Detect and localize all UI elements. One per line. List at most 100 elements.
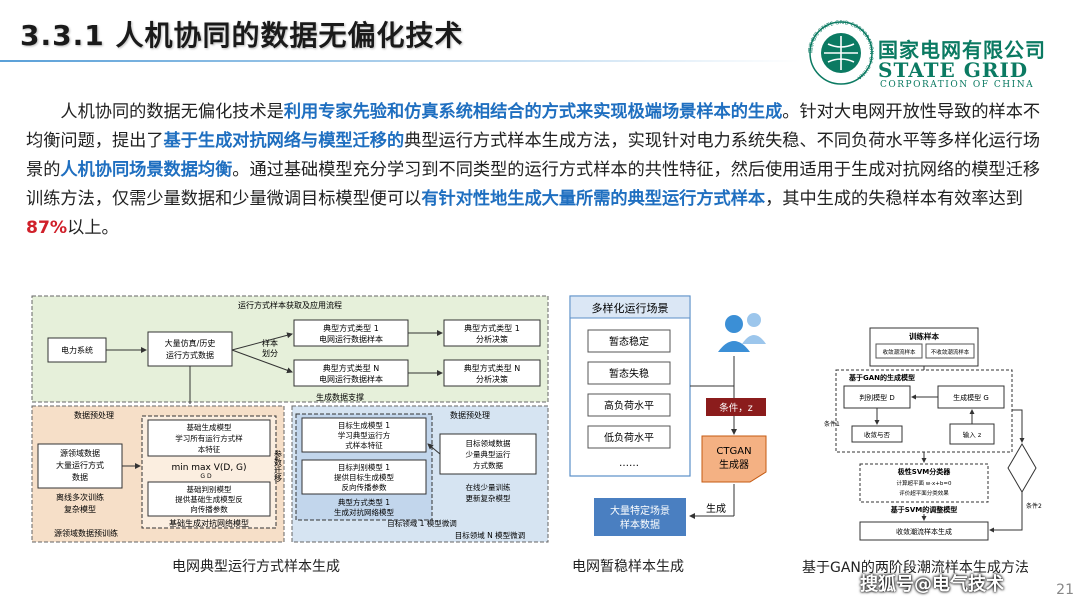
region-label: 运行方式样本获取及应用流程	[238, 300, 342, 310]
output-label: 大量特定场景	[610, 504, 670, 517]
box-label: 大量仿真/历史	[165, 338, 216, 348]
online-label: 更新复杂模型	[466, 493, 511, 503]
svm-text: 评价超平面分类效果	[899, 489, 949, 497]
sample-division-label: 划分	[262, 348, 278, 358]
scenario-list-box	[569, 295, 691, 477]
scenario-item: 高负荷水平	[604, 399, 654, 412]
para-text: 人机协同的数据无偏化技术是	[60, 102, 284, 122]
box-label: 典型方式类型 1	[338, 497, 390, 507]
box-label: 生成模型 G	[953, 393, 989, 402]
output-label: 样本数据	[620, 518, 660, 531]
box-label: 训练样本	[909, 331, 939, 341]
para-highlight: 人机协同场景数据均衡	[60, 160, 233, 180]
para-text: ，其中生成的失稳样本有效率达到	[765, 189, 1023, 209]
box-label: 目标生成模型 1	[338, 420, 390, 430]
stage-label: 基于GAN的生成模型	[848, 373, 915, 382]
top-arrows	[106, 330, 443, 376]
para-highlight: 有针对性地生成大量所需的典型运行方式样本	[421, 189, 766, 209]
generate-label: 生成	[706, 502, 726, 515]
connector-arrow	[1012, 409, 1025, 443]
region-label: 数据预处理	[74, 410, 114, 420]
slide-title: 3.3.1 人机协同的数据无偏化技术	[20, 19, 464, 52]
box-label: 基础生成模型	[187, 422, 232, 432]
svm-stage-box	[859, 463, 989, 503]
ctgan-generator-box	[701, 435, 767, 483]
box-label: 分析决策	[476, 334, 508, 344]
body-paragraph: 人机协同的数据无偏化技术是利用专家先验和仿真系统相结合的方式来实现极端场景样本的…	[26, 98, 1056, 243]
logo-chinese-name: 国家电网有限公司	[878, 38, 1046, 62]
watermark: 搜狐号@电气技术	[860, 574, 1004, 595]
box-label: 反向传播参数	[342, 482, 387, 492]
box-label: 源领域数据	[60, 448, 100, 458]
connector-arrow	[427, 443, 441, 455]
user-icon	[718, 313, 766, 352]
figure2-caption: 电网暂稳样本生成	[572, 559, 684, 575]
logo-english-name: STATE GRID	[878, 58, 1029, 82]
box-label: 分析决策	[476, 374, 508, 384]
minmax-subscript: G D	[200, 473, 212, 480]
para-highlight-percent: 87%	[26, 218, 68, 238]
box-label: 学习典型运行方	[338, 430, 391, 440]
box-label: 方式数据	[473, 460, 503, 470]
target-generator-box	[301, 417, 427, 453]
region-label: 数据预处理	[450, 410, 490, 420]
param-transfer-label: 参数迁移	[274, 449, 283, 483]
box-label: 收敛潮流样本生成	[896, 527, 952, 536]
box-label: 不收敛潮流样本	[931, 348, 970, 356]
box-label: 少量典型运行	[466, 449, 511, 459]
condition-label: 条件，z	[719, 402, 753, 414]
box-label: 目标判别模型 1	[338, 462, 390, 472]
connector-arrow	[989, 492, 1023, 533]
scenario-item: 低负荷水平	[604, 431, 654, 444]
box-label: 大量运行方式	[56, 460, 104, 470]
offline-label: 复杂模型	[64, 504, 96, 514]
box-label: 典型方式类型 1	[464, 323, 520, 333]
para-text: 。通过基础模型充分学习到不同类型的运行方式样本的共性特征，然后使用适用于生成对抗…	[26, 160, 1041, 209]
box-label: 目标领域数据	[466, 438, 511, 448]
box-label: 判别模型 D	[859, 393, 895, 402]
box-label: 学习所有运行方式样	[175, 433, 243, 443]
scenario-item-box	[587, 393, 671, 417]
box-label: 数据	[72, 472, 88, 482]
title-underline	[0, 60, 800, 62]
box-label: 提供目标生成模型	[334, 472, 394, 482]
convergence-box	[851, 425, 903, 443]
figure3-caption: 基于GAN的两阶段潮流样本生成方法	[802, 560, 1029, 576]
box-label: 基础判别模型	[187, 484, 232, 494]
para-text: 典型运行方式样本生成方法，实现针对电力系统失稳、不同负荷水平等多样化运行场景的	[26, 131, 1041, 180]
box-label: 收敛潮流样本	[882, 348, 916, 356]
box-label: 电力系统	[61, 345, 93, 355]
simulation-data-box	[147, 331, 233, 367]
scenario-item-box	[587, 425, 671, 449]
logo-subtitle: CORPORATION OF CHINA	[880, 80, 1035, 90]
converge-sample-box	[875, 343, 923, 359]
box-label: 电网运行数据样本	[319, 374, 383, 384]
page-number: 21	[1056, 582, 1074, 598]
output-box	[859, 521, 989, 541]
scenario-item: 暂态失稳	[609, 367, 649, 380]
box-label: 典型方式类型 1	[323, 323, 379, 333]
para-highlight: 利用专家先验和仿真系统相结合的方式来实现极端场景样本的生成	[283, 102, 783, 122]
typeN-sample-box	[293, 359, 409, 387]
cond2-label: 条件2	[1026, 502, 1042, 510]
box-label: 本特征	[198, 444, 221, 454]
nonconverge-sample-box	[925, 343, 975, 359]
cond1-label: 条件1	[824, 420, 840, 428]
figure-transient-stability-generation: 多样化运行场景 暂态稳定 暂态失稳 高负荷水平 低负荷水平 …… 条件，z CT…	[569, 295, 767, 536]
box-label: 输入 z	[963, 430, 982, 439]
box-label: 提供基础生成模型反	[175, 494, 243, 504]
figure-two-stage-gan-flow: 训练样本 收敛潮流样本 不收敛潮流样本 基于GAN的生成模型 判别模型 D 生成…	[824, 327, 1042, 541]
para-text: 以上。	[67, 218, 119, 238]
ctgan-label: CTGAN	[716, 446, 751, 457]
type1-sample-box	[293, 319, 409, 347]
box-label: 生成对抗网络模型	[334, 507, 394, 517]
box-label: 典型方式类型 N	[464, 363, 521, 373]
ctgan-label: 生成器	[719, 458, 749, 471]
offline-label: 离线多次训练	[56, 492, 104, 502]
svm-title: 极性SVM分类器	[898, 467, 951, 476]
output-samples-box	[594, 498, 686, 536]
power-system-box	[47, 337, 107, 363]
state-grid-logo-icon: 国家电网 STATE GRID CORPORATION OF CHINA	[808, 20, 874, 85]
data-support-label: 生成数据支撑	[316, 392, 364, 402]
stage-label: 基于SVM的调整模型	[890, 505, 957, 514]
